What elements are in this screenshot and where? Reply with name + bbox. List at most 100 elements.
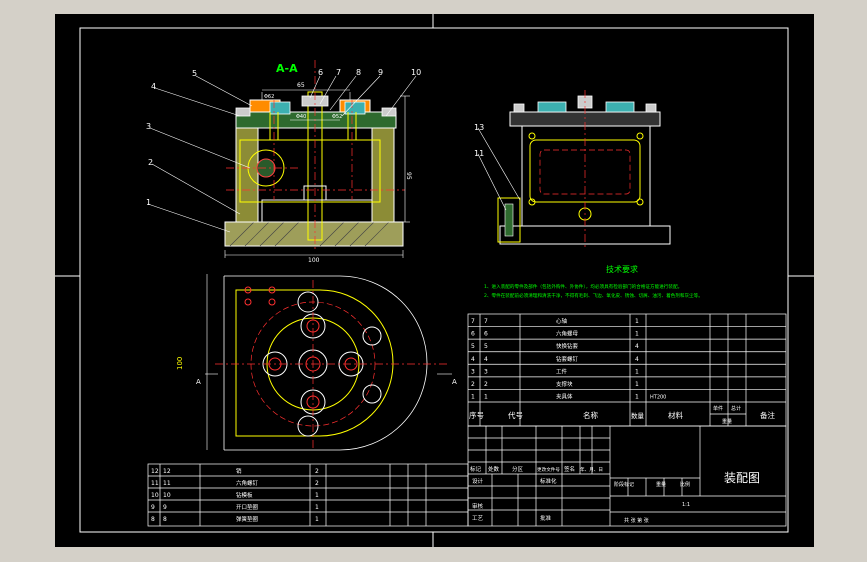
balloon-8: 8 [356, 68, 361, 77]
sheet-border [55, 14, 814, 547]
top-view: 100 A A [176, 274, 457, 451]
dim-height-label: 95 [405, 172, 412, 180]
bom-right-code: 3 [484, 368, 488, 375]
tb-scale-value: 1:1 [682, 502, 690, 508]
bom-right-no: 7 [471, 318, 475, 325]
bom-right-qty: 4 [635, 356, 639, 363]
bom-right-qty: 1 [635, 393, 639, 400]
bom-header-total: 总计 [731, 405, 741, 412]
bom-left-qty: 1 [315, 492, 319, 499]
balloon-10: 10 [411, 68, 421, 77]
bom-left-qty: 2 [315, 468, 319, 475]
model-space-background [55, 14, 814, 547]
bom-left-no: 8 [151, 516, 155, 523]
side-view: 13 11 [474, 90, 671, 250]
bom-right-qty: 1 [635, 331, 639, 338]
bom-left-name: 销 [236, 467, 242, 475]
bom-right-name: 夹具体 [556, 392, 573, 400]
balloon-2: 2 [148, 158, 153, 167]
bom-left-name: 弹簧垫圈 [236, 515, 259, 523]
dim-width-label: 100 [308, 257, 320, 264]
balloon-4: 4 [151, 82, 156, 91]
tb-design: 设计 [472, 477, 484, 485]
tb-sheets: 共 张 第 张 [624, 517, 649, 524]
bom-right-code: 6 [484, 331, 488, 338]
balloon-5: 5 [192, 69, 197, 78]
bom-right-no: 1 [471, 393, 475, 400]
bom-left-code: 12 [163, 468, 171, 475]
technical-requirements: 技术要求 1、进入装配的零件及部件（包括外购件、外协件），均必须具有检验部门的合… [484, 264, 703, 299]
bom-right-code: 2 [484, 381, 488, 388]
bom-right-code: 4 [484, 356, 488, 363]
bom-right-name: 心轴 [556, 317, 568, 325]
balloon-11: 11 [474, 149, 484, 158]
tech-req-title: 技术要求 [606, 264, 638, 274]
bom-right-no: 4 [471, 356, 475, 363]
tech-req-line-1: 1、进入装配的零件及部件（包括外购件、外协件），均必须具有检验部门的合格证方能进… [484, 283, 682, 290]
bom-left-no: 12 [151, 468, 159, 475]
bom-header-single: 单件 [713, 405, 723, 412]
bom-right-no: 3 [471, 368, 475, 375]
balloon-13: 13 [474, 123, 484, 132]
tb-sign: 签名 [564, 465, 575, 473]
bom-header-no: 序号 [469, 410, 484, 420]
bom-left-qty: 1 [315, 516, 319, 523]
tb-stage: 阶段标记 [614, 481, 634, 488]
bom-right-no: 6 [471, 331, 475, 338]
dim-top-height-label: 100 [176, 357, 184, 370]
tb-count: 处数 [488, 465, 500, 473]
tb-mark: 标记 [470, 465, 482, 473]
bom-left-code: 9 [163, 504, 167, 511]
section-view-a-a: A-A 100 95 65 Φ62 Φ40 Φ52 5 4 3 2 1 6 7 [146, 60, 421, 264]
bom-left-code: 10 [163, 492, 171, 499]
bom-left-name: 开口垫圈 [236, 503, 259, 511]
balloon-6: 6 [318, 68, 323, 77]
tb-approve: 批准 [540, 514, 552, 522]
bom-header-name: 名称 [583, 410, 598, 420]
tb-weight: 重量 [656, 481, 666, 488]
bom-header-code: 代号 [508, 410, 523, 420]
dim-phi40-label: Φ40 [296, 114, 306, 120]
bom-right-name: 支撑块 [556, 380, 573, 388]
drawing-title: 装配图 [724, 471, 760, 485]
balloon-3: 3 [146, 122, 151, 131]
dim-65-label: 65 [297, 82, 305, 89]
bom-right-name: 钻套螺钉 [556, 355, 579, 363]
bom-header-note: 备注 [760, 410, 775, 420]
bom-header-qty: 数量 [631, 411, 645, 420]
bom-left-no: 9 [151, 504, 155, 511]
tb-standard: 标准化 [540, 477, 557, 485]
balloon-9: 9 [378, 68, 383, 77]
bom-right-no: 5 [471, 343, 475, 350]
bom-right-mat: HT200 [650, 394, 666, 400]
section-marker-right: A [452, 378, 457, 386]
bom-left-no: 10 [151, 492, 159, 499]
bom-header-weight: 重量 [722, 418, 732, 425]
section-marker-left: A [196, 378, 201, 386]
tb-process: 工艺 [472, 515, 484, 522]
balloon-1: 1 [146, 198, 151, 207]
bom-right-qty: 1 [635, 318, 639, 325]
bom-right-qty: 1 [635, 381, 639, 388]
bom-right-code: 5 [484, 343, 488, 350]
tb-date: 年、月、日 [580, 466, 603, 473]
bom-right-name: 快换钻套 [556, 342, 579, 350]
bom-left-qty: 1 [315, 504, 319, 511]
tb-scale: 比例 [680, 481, 690, 488]
dim-phi52-label: Φ52 [332, 114, 342, 120]
section-title: A-A [276, 62, 298, 75]
bom-left-name: 六角螺钉 [236, 479, 259, 487]
bom-right-name: 工件 [556, 367, 568, 375]
bom-right-code: 7 [484, 318, 488, 325]
bom-left-qty: 2 [315, 480, 319, 487]
balloon-7: 7 [336, 68, 341, 77]
dim-phi62-label: Φ62 [264, 94, 274, 100]
tb-review: 审核 [472, 502, 484, 510]
bom-header-mat: 材料 [668, 410, 683, 420]
bom-left-code: 11 [163, 480, 171, 487]
tb-zone: 分区 [512, 465, 524, 473]
bom-right-name: 六角螺母 [556, 330, 579, 338]
bom-left-no: 11 [151, 480, 159, 487]
